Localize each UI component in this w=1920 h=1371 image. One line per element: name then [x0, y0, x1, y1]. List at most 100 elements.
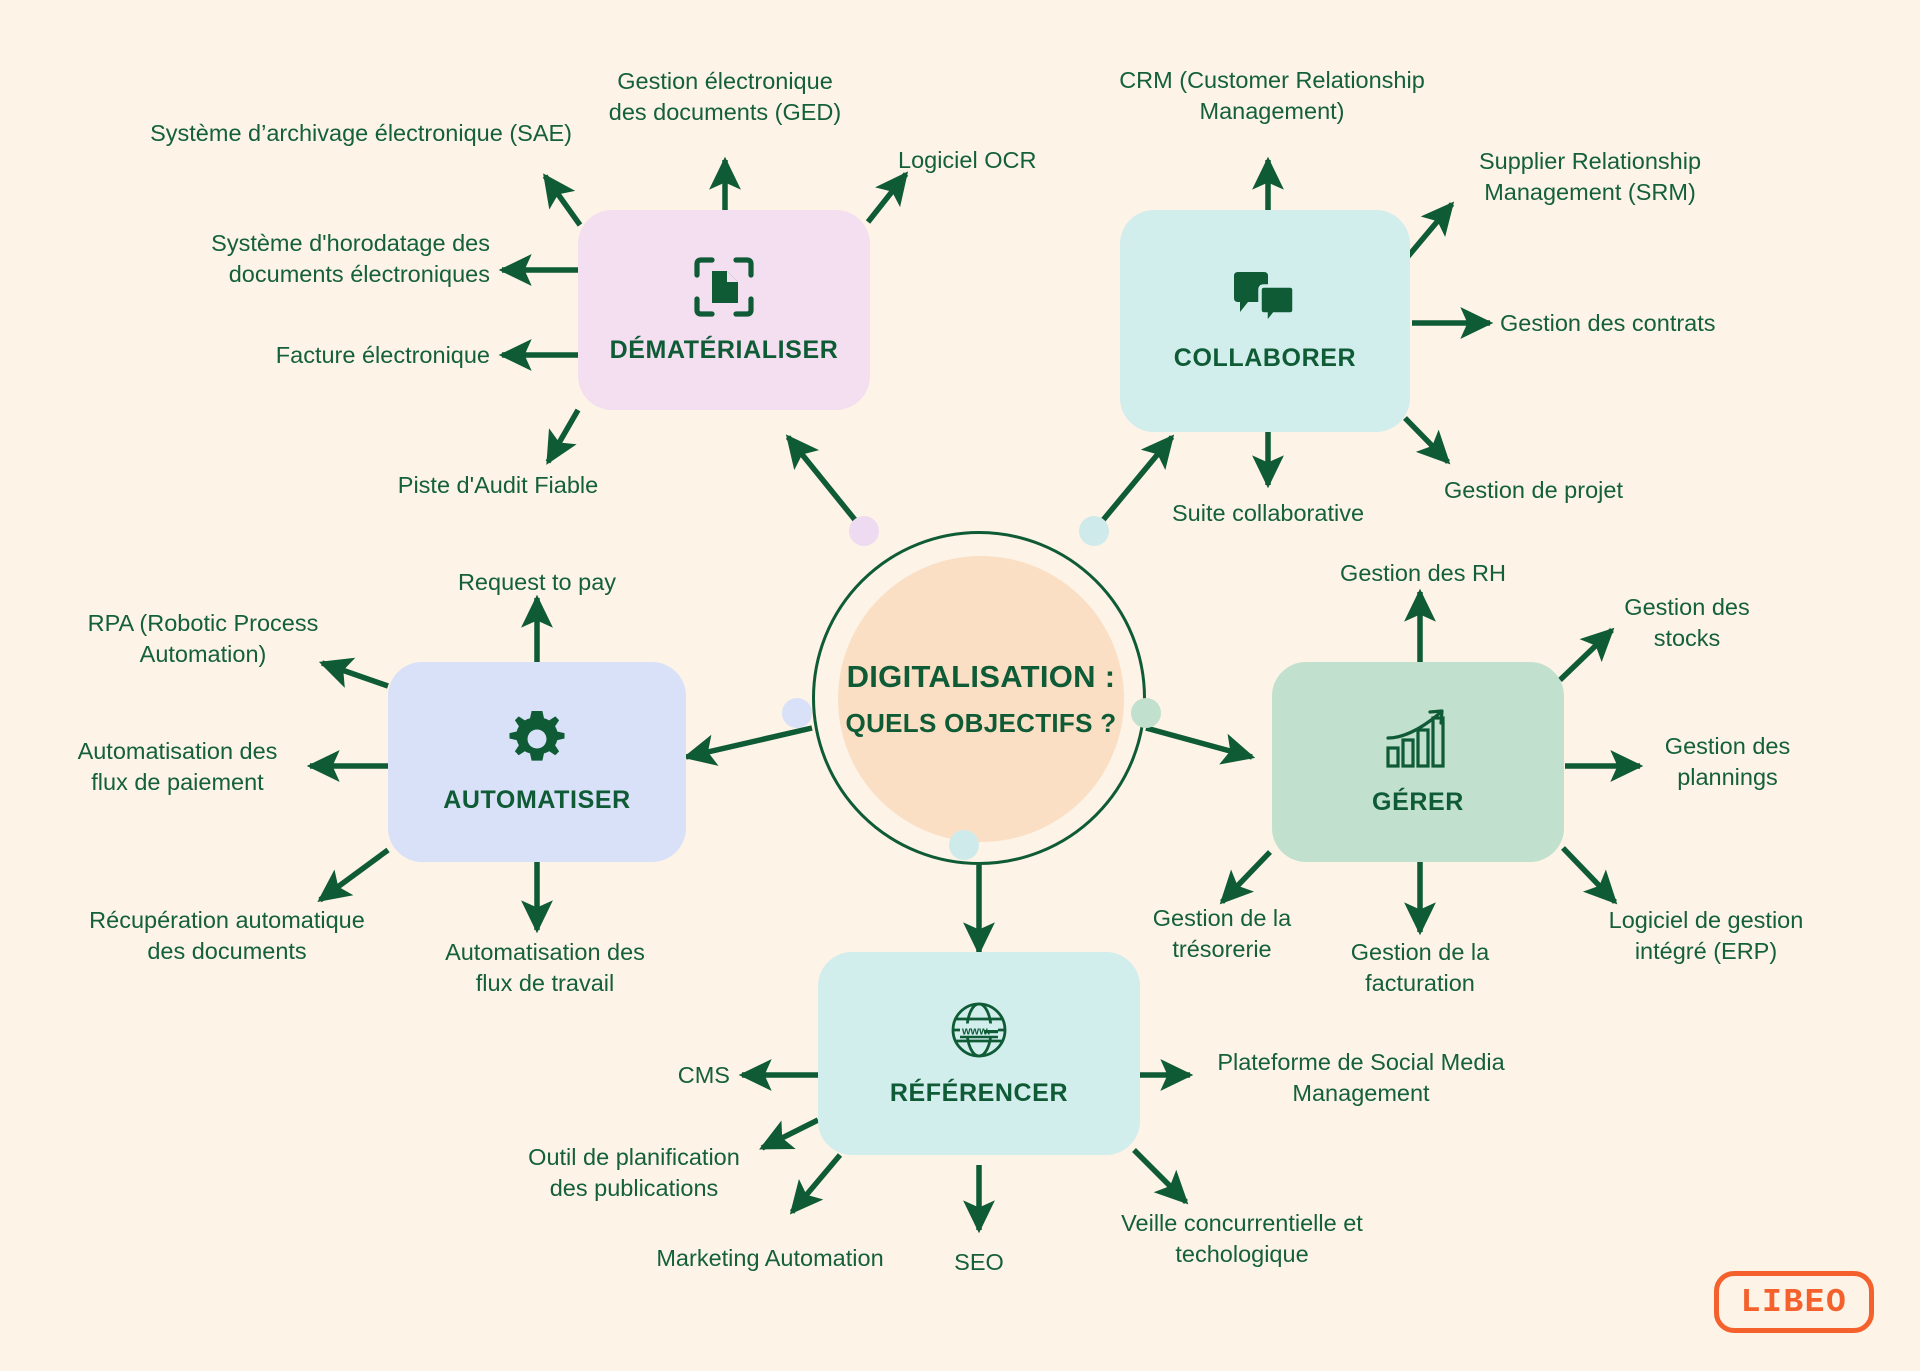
- leaf-stocks-line1: Gestion des: [1624, 594, 1750, 620]
- leaf-seo: SEO: [919, 1247, 1039, 1278]
- leaf-sae: Système d’archivage électronique (SAE): [60, 118, 572, 149]
- leaf-ged: Gestion électronique des documents (GED): [570, 66, 880, 129]
- leaf-marketing-text: Marketing Automation: [656, 1245, 884, 1271]
- node-gerer-label: GÉRER: [1372, 787, 1464, 816]
- leaf-seo-text: SEO: [954, 1249, 1004, 1275]
- leaf-tresorerie-line1: Gestion de la: [1152, 905, 1292, 931]
- edge-ref-veille: [1132, 1148, 1189, 1205]
- edge-gerer-erp: [1561, 846, 1618, 905]
- node-dematerialiser[interactable]: DÉMATÉRIALISER: [578, 210, 870, 410]
- leaf-erp-line2: intégré (ERP): [1634, 938, 1778, 965]
- leaf-smm: Plateforme de Social Media Management: [1196, 1047, 1526, 1110]
- leaf-cms-text: CMS: [677, 1062, 730, 1088]
- leaf-rpa-line2: Automation): [139, 641, 267, 668]
- edge-auto-rpa: [318, 657, 389, 689]
- libeo-logo-text: LIBEO: [1740, 1283, 1848, 1321]
- hub-title-line1: DIGITALISATION :: [846, 659, 1116, 695]
- leaf-flux-paiement-line1: Automatisation des: [77, 738, 278, 764]
- hub-dot-dematerialiser: [849, 516, 879, 546]
- leaf-rh-text: Gestion des RH: [1340, 560, 1506, 586]
- chat-bubbles-icon: [1230, 270, 1300, 329]
- hub-dot-collaborer: [1079, 516, 1109, 546]
- leaf-flux-travail-line1: Automatisation des: [445, 939, 645, 965]
- leaf-rh: Gestion des RH: [1308, 558, 1538, 589]
- leaf-crm-line1: CRM (Customer Relationship: [1119, 67, 1425, 93]
- leaf-stocks: Gestion des stocks: [1592, 592, 1782, 655]
- leaf-contrats: Gestion des contrats: [1500, 308, 1830, 339]
- leaf-plannings-line1: Gestion des: [1664, 733, 1791, 759]
- leaf-horodatage-line2: documents électroniques: [228, 261, 490, 288]
- edge-ref-marketing: [789, 1153, 843, 1215]
- hub-title-line2: QUELS OBJECTIFS ?: [845, 707, 1117, 738]
- leaf-stocks-line2: stocks: [1653, 625, 1721, 652]
- hub-dot-referencer: [949, 830, 979, 860]
- node-referencer[interactable]: www. RÉFÉRENCER: [818, 952, 1140, 1155]
- leaf-sae-text: Système d’archivage électronique (SAE): [150, 120, 572, 146]
- leaf-veille: Veille concurrentielle et techologique: [1092, 1208, 1392, 1271]
- leaf-recuperation-line1: Récupération automatique: [89, 907, 365, 933]
- edge-hub-dematerialiser: [785, 434, 867, 533]
- leaf-erp-line1: Logiciel de gestion: [1608, 907, 1804, 933]
- growth-chart-icon: [1382, 708, 1454, 770]
- leaf-smm-line1: Plateforme de Social Media: [1217, 1049, 1505, 1075]
- leaf-facture-text: Facture électronique: [275, 342, 490, 368]
- edge-hub-gerer: [1145, 725, 1256, 765]
- leaf-srm-line1: Supplier Relationship: [1478, 148, 1702, 174]
- leaf-facture: Facture électronique: [180, 340, 490, 371]
- hub-dot-automatiser: [782, 698, 812, 728]
- gear-icon: [508, 710, 566, 768]
- edge-hub-automatiser: [682, 725, 813, 766]
- edge-collab-projet: [1403, 416, 1451, 465]
- edge-ref-planif: [759, 1117, 820, 1151]
- leaf-horodatage-line1: Système d'horodatage des: [211, 230, 490, 256]
- leaf-flux-paiement: Automatisation des flux de paiement: [55, 736, 300, 799]
- leaf-plannings: Gestion des plannings: [1630, 731, 1825, 794]
- leaf-marketing: Marketing Automation: [625, 1243, 915, 1274]
- edge-gerer-tresorerie: [1219, 850, 1272, 905]
- node-gerer[interactable]: GÉRER: [1272, 662, 1564, 862]
- svg-text:www.: www.: [961, 1026, 990, 1038]
- leaf-ocr-text: Logiciel OCR: [898, 147, 1037, 173]
- node-referencer-label: RÉFÉRENCER: [889, 1079, 1069, 1107]
- leaf-veille-line1: Veille concurrentielle et: [1121, 1210, 1363, 1236]
- libeo-logo: LIBEO: [1714, 1271, 1874, 1333]
- leaf-recuperation: Récupération automatique des documents: [62, 905, 392, 968]
- leaf-flux-travail-line2: flux de travail: [475, 970, 615, 997]
- leaf-flux-travail: Automatisation des flux de travail: [424, 937, 666, 1000]
- hub-dot-gerer: [1131, 698, 1161, 728]
- leaf-piste-text: Piste d'Audit Fiable: [397, 472, 599, 498]
- edge-demat-sae: [542, 173, 583, 227]
- leaf-suite: Suite collaborative: [1138, 498, 1398, 529]
- leaf-planification: Outil de planification des publications: [500, 1142, 768, 1205]
- leaf-ged-line1: Gestion électronique: [617, 68, 833, 94]
- edge-collab-srm: [1402, 201, 1455, 262]
- leaf-flux-paiement-line2: flux de paiement: [91, 769, 264, 796]
- node-automatiser[interactable]: AUTOMATISER: [388, 662, 686, 862]
- leaf-planification-line2: des publications: [549, 1175, 719, 1202]
- leaf-contrats-text: Gestion des contrats: [1500, 310, 1716, 336]
- edge-auto-recup: [317, 847, 390, 903]
- document-scan-icon: [693, 256, 755, 318]
- hub-core: DIGITALISATION : QUELS OBJECTIFS ?: [838, 556, 1124, 842]
- leaf-rpa: RPA (Robotic Process Automation): [78, 608, 328, 671]
- leaf-request: Request to pay: [417, 567, 657, 598]
- leaf-ocr: Logiciel OCR: [898, 145, 1148, 176]
- leaf-tresorerie: Gestion de la trésorerie: [1112, 903, 1332, 966]
- node-collaborer[interactable]: COLLABORER: [1120, 210, 1410, 432]
- leaf-recuperation-line2: des documents: [147, 938, 307, 965]
- leaf-planification-line1: Outil de planification: [528, 1144, 740, 1170]
- leaf-projet: Gestion de projet: [1444, 475, 1734, 506]
- edge-demat-ocr: [865, 171, 909, 224]
- edge-demat-piste: [545, 408, 581, 465]
- node-collaborer-label: COLLABORER: [1173, 343, 1357, 372]
- leaf-cms: CMS: [595, 1060, 730, 1091]
- leaf-projet-text: Gestion de projet: [1444, 477, 1623, 503]
- leaf-facturation-line2: facturation: [1365, 970, 1475, 997]
- leaf-crm-line2: Management): [1199, 98, 1345, 125]
- leaf-smm-line2: Management: [1292, 1080, 1430, 1107]
- leaf-crm: CRM (Customer Relationship Management): [1082, 65, 1462, 128]
- leaf-srm: Supplier Relationship Management (SRM): [1440, 146, 1740, 209]
- leaf-veille-line2: techologique: [1175, 1241, 1309, 1268]
- leaf-suite-text: Suite collaborative: [1171, 500, 1365, 526]
